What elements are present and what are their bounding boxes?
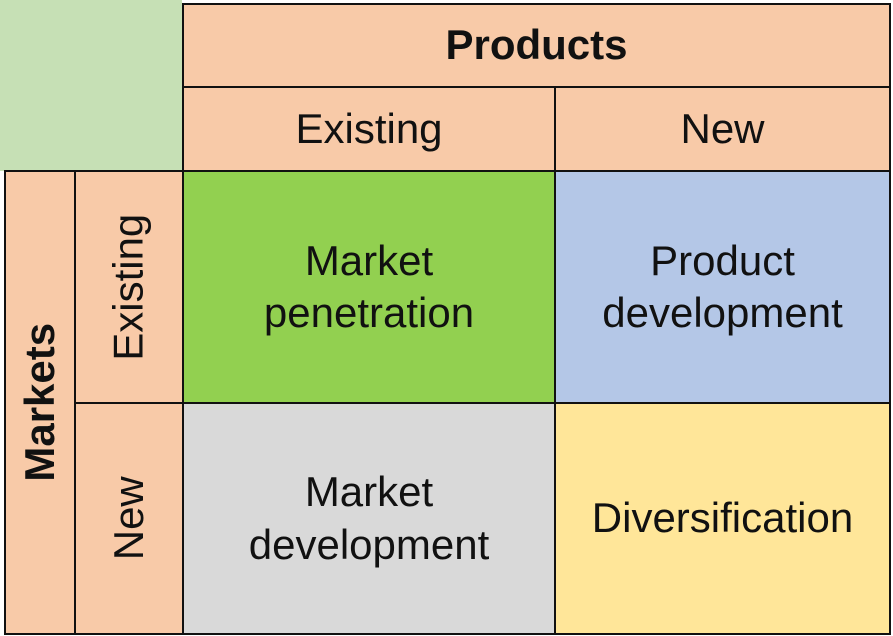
product-development-line1: Product bbox=[650, 236, 795, 284]
products-new-header: New bbox=[554, 86, 891, 172]
products-existing-header: Existing bbox=[182, 86, 556, 172]
market-penetration-line2: penetration bbox=[263, 289, 475, 336]
quadrant-market-penetration: Market penetration bbox=[182, 170, 556, 404]
products-header: Products bbox=[182, 3, 891, 88]
markets-existing-header: Existing bbox=[74, 170, 184, 404]
products-label: Products bbox=[445, 21, 628, 69]
markets-label: Markets bbox=[15, 323, 63, 482]
quadrant-diversification: Diversification bbox=[554, 402, 891, 635]
market-penetration-line1: Market bbox=[304, 236, 434, 284]
products-existing-label: Existing bbox=[295, 104, 443, 152]
quadrant-product-development: Product development bbox=[554, 170, 891, 404]
corner-block bbox=[0, 0, 182, 171]
market-development-line2: development bbox=[248, 520, 490, 568]
markets-new-header: New bbox=[74, 402, 184, 635]
diversification-label: Diversification bbox=[591, 494, 854, 542]
quadrant-market-development: Market development bbox=[182, 402, 556, 635]
markets-new-label: New bbox=[104, 476, 152, 561]
markets-existing-label: Existing bbox=[104, 213, 152, 361]
product-development-line2: development bbox=[602, 289, 843, 336]
markets-header: Markets bbox=[4, 170, 76, 635]
products-new-label: New bbox=[680, 104, 765, 152]
market-development-line1: Market bbox=[304, 468, 434, 515]
